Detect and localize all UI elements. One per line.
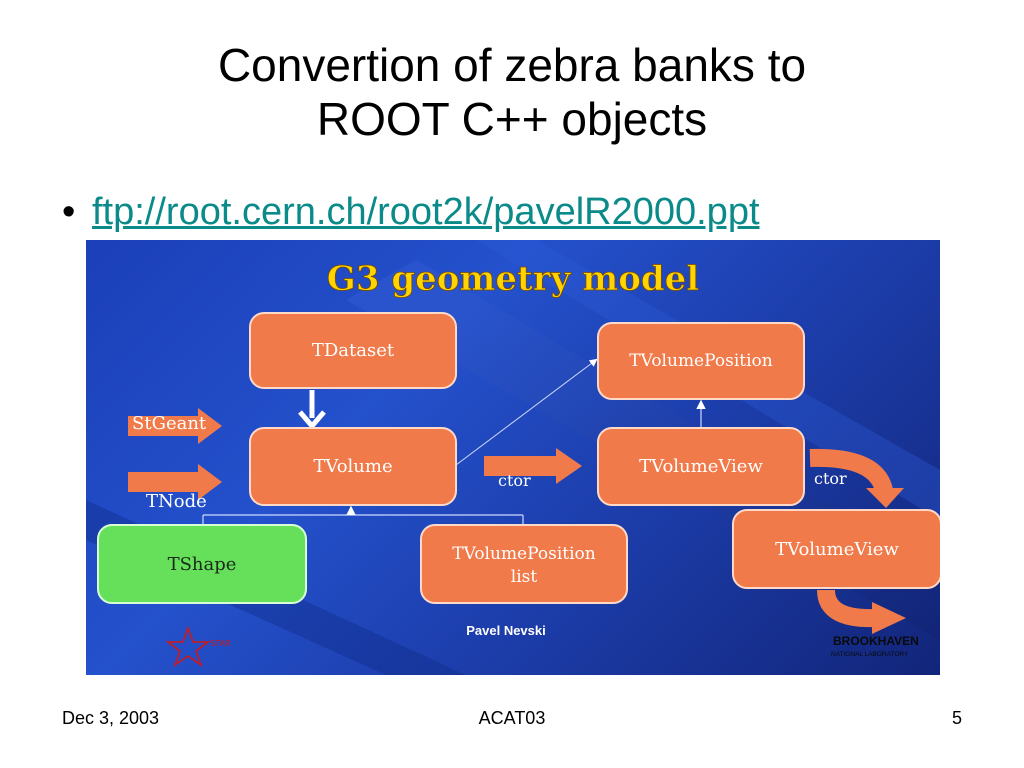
stgeant-arrow-icon xyxy=(128,408,222,444)
bnl-logo-subtext: NATIONAL LABORATORY xyxy=(831,651,909,658)
tvolumeposition-list-box xyxy=(420,524,628,604)
author-label: Pavel Nevski xyxy=(466,623,546,638)
star-logo-text: STAR xyxy=(210,639,231,648)
ctor-arrow-icon xyxy=(484,448,582,484)
curved-arrow-head-icon xyxy=(866,488,904,508)
tvolumeposition-list-label-2: list xyxy=(511,567,538,587)
tshape-box xyxy=(97,524,307,604)
tdataset-label: TDataset xyxy=(312,340,395,361)
footer-page-number: 5 xyxy=(952,708,963,728)
ctor-label-1: ctor xyxy=(498,471,531,490)
curved-arrow-head-icon xyxy=(872,602,906,634)
connector-arrow xyxy=(455,358,598,466)
star-logo-icon xyxy=(165,625,211,668)
tvolumeposition-box xyxy=(597,322,805,400)
tvolumeview2-label: TVolumeView xyxy=(775,539,899,560)
curved-arrow-icon xyxy=(817,589,877,628)
tvolume-label: TVolume xyxy=(313,456,392,477)
tvolumeview-label: TVolumeView xyxy=(639,456,763,477)
diagram-heading: G3 geometry model xyxy=(327,259,699,299)
down-arrow-head-icon xyxy=(298,410,326,430)
tvolume-box xyxy=(249,427,457,506)
bnl-logo-text: BROOKHAVEN xyxy=(833,634,919,648)
tdataset-box xyxy=(249,312,457,389)
tvolumeposition-list-label-1: TVolumePosition xyxy=(452,544,596,564)
bullet-dot-icon: • xyxy=(62,191,76,233)
tvolumeposition-label: TVolumePosition xyxy=(629,351,773,371)
stgeant-label: StGeant xyxy=(132,413,207,434)
geometry-diagram: G3 geometry model StGeant TNode ctor cto… xyxy=(86,240,940,675)
footer-center: ACAT03 xyxy=(478,708,546,728)
ctor-label-2: ctor xyxy=(814,469,847,488)
bullet-item: • ftp://root.cern.ch/root2k/pavelR2000.pp… xyxy=(62,188,760,236)
tvolumeview2-box xyxy=(732,509,940,589)
tvolumeview-box xyxy=(597,427,805,506)
tnode-arrow-icon xyxy=(128,464,222,500)
slide-title-line1: Convertion of zebra banks to xyxy=(217,39,807,91)
slide-title-line2: ROOT C++ objects xyxy=(316,93,708,145)
footer-date: Dec 3, 2003 xyxy=(62,708,160,728)
ftp-link[interactable]: ftp://root.cern.ch/root2k/pavelR2000.ppt xyxy=(92,191,760,233)
tshape-label: TShape xyxy=(168,554,237,575)
tnode-label: TNode xyxy=(146,491,207,512)
curved-arrow-icon xyxy=(809,448,893,493)
diagram-panel: G3 geometry model StGeant TNode ctor cto… xyxy=(86,240,940,675)
slide-title: Convertion of zebra banks to ROOT C++ ob… xyxy=(0,38,1024,146)
